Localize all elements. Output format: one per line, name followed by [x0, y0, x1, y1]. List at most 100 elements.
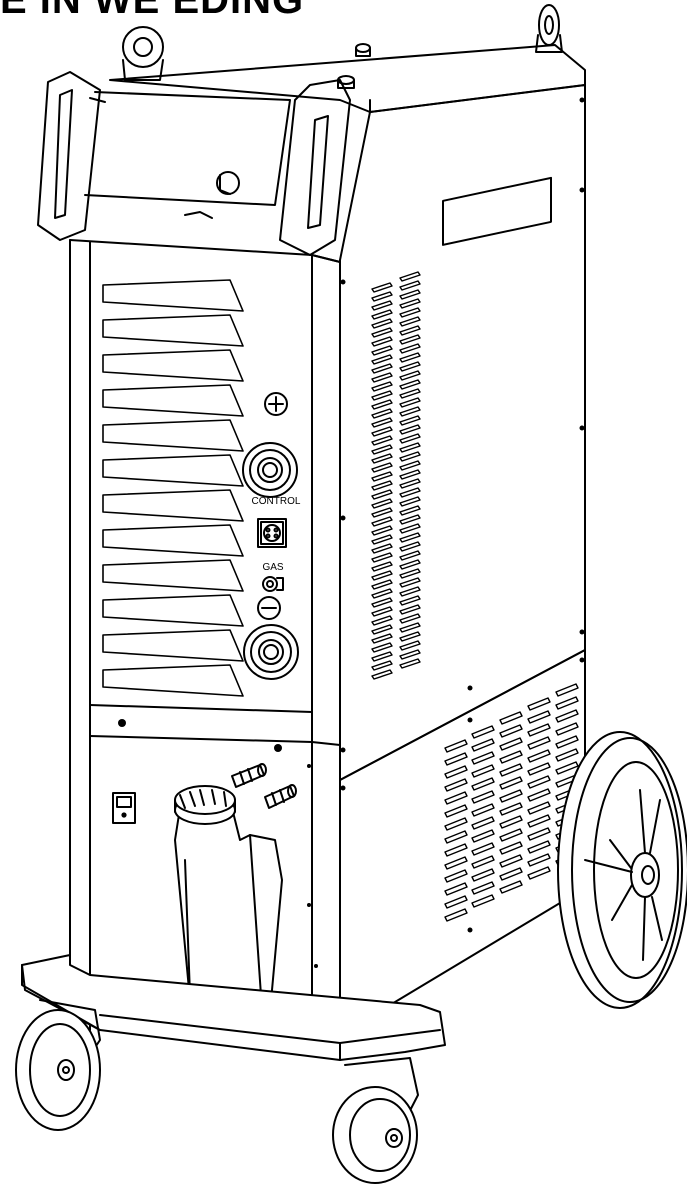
lower-vent-slot	[471, 790, 495, 804]
lower-vent-slot	[555, 761, 579, 775]
lower-vent-slot	[471, 894, 495, 908]
lower-vent-slot	[471, 842, 495, 856]
lower-vent-slot	[471, 738, 495, 752]
vent-slot	[399, 433, 421, 444]
vent-slot	[399, 406, 421, 417]
vent-slot	[371, 651, 393, 662]
vent-slot	[399, 631, 421, 642]
lower-vent-slot	[471, 803, 495, 817]
vent-slot	[399, 379, 421, 390]
side-panel	[311, 84, 586, 1036]
front-caster-right	[332, 1057, 419, 1184]
vent-slot	[399, 613, 421, 624]
vent-slot	[371, 471, 393, 482]
lower-vent-slot	[499, 854, 523, 868]
vent-slot	[371, 669, 393, 680]
vent-slot	[399, 424, 421, 435]
lower-vent-slot	[444, 752, 468, 766]
lower-vent-slot	[444, 869, 468, 883]
lower-vent-slot	[499, 737, 523, 751]
lower-vent-slot	[471, 829, 495, 843]
lower-vent-slot	[444, 817, 468, 831]
vent-slot	[371, 489, 393, 500]
vent-slot	[399, 514, 421, 525]
control-socket	[257, 518, 287, 548]
vent-slot	[399, 325, 421, 336]
vent-slot	[371, 444, 393, 455]
vent-slot	[371, 462, 393, 473]
side-vent-slots	[371, 271, 421, 680]
vent-slot	[371, 642, 393, 653]
lower-vent-slot	[499, 828, 523, 842]
vent-slot	[399, 649, 421, 660]
lower-vent-slot	[555, 683, 579, 697]
lower-vent-slot	[499, 802, 523, 816]
vent-slot	[399, 460, 421, 471]
vent-slot	[399, 577, 421, 588]
vent-slot	[399, 307, 421, 318]
vent-slot	[399, 415, 421, 426]
vent-slot	[399, 505, 421, 516]
lower-vent-slot	[499, 789, 523, 803]
vent-slot	[399, 271, 421, 282]
vent-slot	[371, 606, 393, 617]
front-caster-left	[15, 999, 101, 1131]
front-louvres	[102, 279, 244, 697]
lower-vent-slot	[444, 765, 468, 779]
vent-slot	[371, 615, 393, 626]
vent-slot	[399, 388, 421, 399]
vent-slot	[371, 291, 393, 302]
vent-slot	[371, 336, 393, 347]
vent-slot	[371, 435, 393, 446]
lower-vent-slot	[499, 711, 523, 725]
vent-slot	[399, 280, 421, 291]
vent-slot	[371, 660, 393, 671]
vent-slot	[399, 442, 421, 453]
lower-vent-slot	[471, 777, 495, 791]
lower-vent-slot	[499, 750, 523, 764]
lower-vent-slot	[471, 855, 495, 869]
vent-slot	[371, 633, 393, 644]
vent-slot	[371, 309, 393, 320]
vent-slot	[399, 316, 421, 327]
vent-slot	[371, 327, 393, 338]
vent-slot	[371, 426, 393, 437]
lower-vent-slot	[527, 840, 551, 854]
coolant-coupling-right	[264, 784, 297, 809]
lower-vent-slot	[527, 710, 551, 724]
lower-vent-slot	[527, 775, 551, 789]
vent-slot	[371, 480, 393, 491]
vent-slot	[371, 399, 393, 410]
vent-slot	[371, 588, 393, 599]
vent-slot	[399, 361, 421, 372]
vent-slot	[371, 525, 393, 536]
lower-vent-slot	[499, 841, 523, 855]
lower-vent-slot	[555, 748, 579, 762]
lower-vent-slot	[527, 853, 551, 867]
vent-slot	[371, 534, 393, 545]
lower-vent-slot	[527, 749, 551, 763]
rear-axle	[584, 859, 633, 873]
lower-vent-slot	[444, 791, 468, 805]
lower-vent-slot	[444, 739, 468, 753]
positive-socket	[242, 442, 298, 498]
vent-slot	[399, 559, 421, 570]
vent-slot	[399, 532, 421, 543]
lower-vent-slot	[527, 723, 551, 737]
gas-connector	[262, 576, 284, 592]
lower-vent-slot	[444, 908, 468, 922]
top-cover	[109, 43, 586, 113]
lower-vent-slot	[444, 856, 468, 870]
vent-slot	[371, 552, 393, 563]
lower-vent-slot	[527, 866, 551, 880]
minus-symbol-icon	[257, 596, 281, 620]
lower-vent-slot	[444, 882, 468, 896]
lower-vent-slot	[444, 804, 468, 818]
vent-slot	[371, 561, 393, 572]
lower-vent-slot	[527, 762, 551, 776]
vent-slot	[399, 640, 421, 651]
plus-symbol-icon	[264, 392, 288, 416]
vent-slot	[399, 478, 421, 489]
vent-slot	[371, 390, 393, 401]
vent-slot	[371, 354, 393, 365]
